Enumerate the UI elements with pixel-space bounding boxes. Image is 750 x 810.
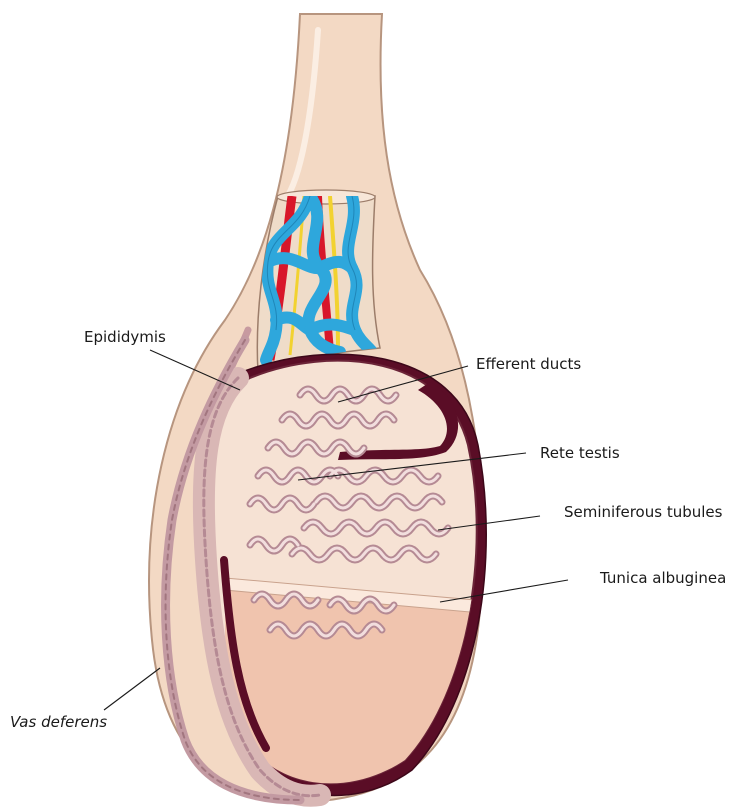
label-epididymis: Epididymis [84,328,166,346]
label-efferent-ducts: Efferent ducts [476,355,581,373]
label-vas-deferens: Vas deferens [10,713,107,731]
label-tunica-albuginea: Tunica albuginea [600,569,726,587]
label-rete-testis: Rete testis [540,444,620,462]
leader-vas-deferens [104,668,160,710]
label-seminiferous-tubules: Seminiferous tubules [564,503,722,521]
cord-vessels [257,190,380,372]
